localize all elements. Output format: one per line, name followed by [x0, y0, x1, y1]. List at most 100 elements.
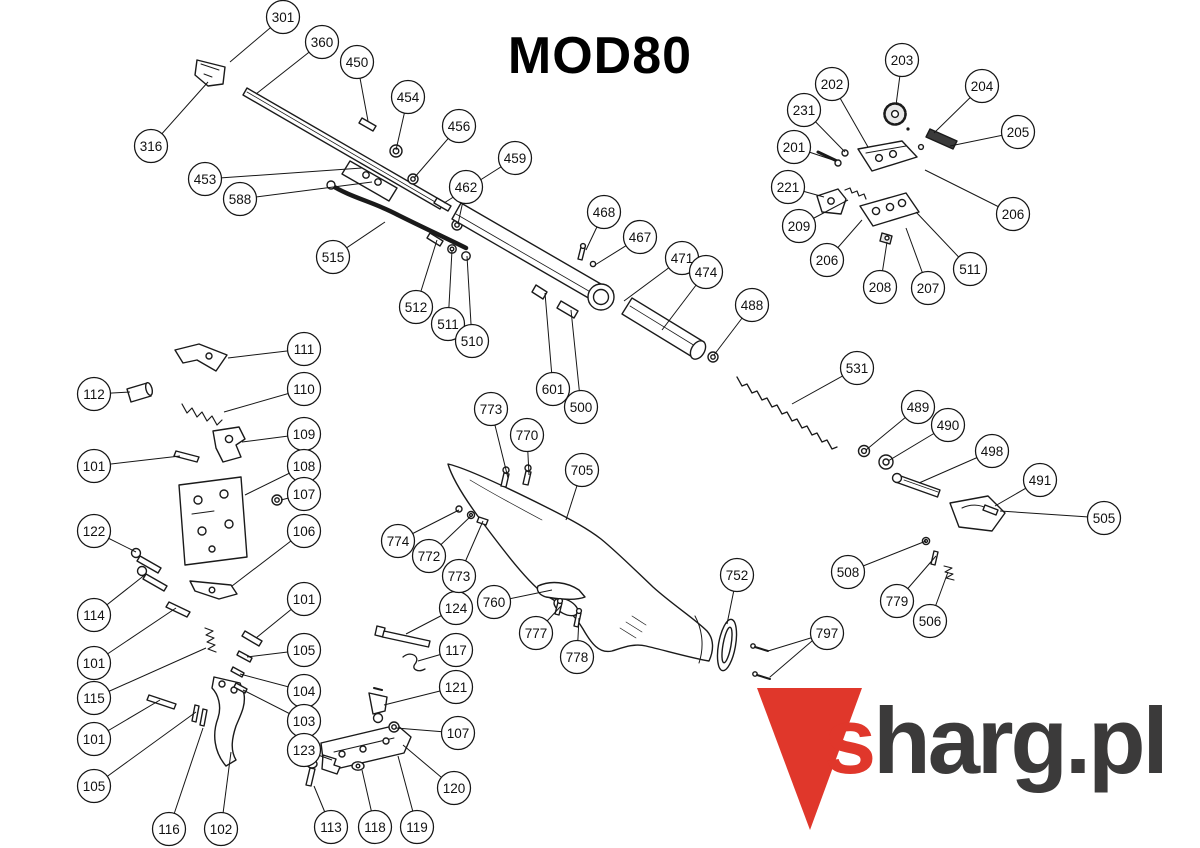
diagram-title: MOD80	[507, 27, 693, 85]
callout-206: 206	[809, 242, 845, 278]
leader-line-588	[239, 181, 373, 200]
svg-text:113: 113	[320, 820, 342, 835]
svg-text:110: 110	[293, 382, 315, 397]
svg-text:207: 207	[917, 281, 940, 296]
svg-text:773: 773	[448, 569, 471, 584]
svg-text:204: 204	[971, 79, 994, 94]
callout-506: 506	[912, 603, 948, 639]
logo-rest: harg.pl	[873, 688, 1168, 793]
callout-203: 203	[884, 42, 920, 78]
callout-498: 498	[974, 433, 1010, 469]
svg-text:203: 203	[891, 53, 914, 68]
callout-797: 797	[809, 615, 845, 651]
callout-453: 453	[187, 161, 223, 197]
callout-462: 462	[448, 169, 484, 205]
svg-text:601: 601	[542, 382, 565, 397]
svg-text:103: 103	[293, 714, 316, 729]
callout-490: 490	[930, 407, 966, 443]
svg-text:121: 121	[445, 680, 468, 695]
leader-line-505	[999, 510, 1105, 519]
callout-760: 760	[476, 584, 512, 620]
callout-110: 110	[286, 371, 322, 407]
callout-488: 488	[734, 287, 770, 323]
svg-text:111: 111	[294, 342, 315, 357]
callout-105: 105	[76, 768, 112, 804]
callout-117: 117	[438, 632, 474, 668]
callout-102: 102	[203, 811, 239, 847]
svg-text:454: 454	[397, 90, 420, 105]
stock	[447, 463, 714, 662]
svg-text:201: 201	[783, 140, 806, 155]
svg-text:206: 206	[816, 253, 839, 268]
callout-770: 770	[509, 417, 545, 453]
svg-text:770: 770	[516, 428, 539, 443]
svg-text:511: 511	[959, 262, 981, 277]
svg-text:773: 773	[480, 402, 503, 417]
callout-316: 316	[133, 128, 169, 164]
svg-text:221: 221	[777, 180, 800, 195]
svg-text:120: 120	[443, 781, 466, 796]
callout-500: 500	[563, 389, 599, 425]
callout-508: 508	[830, 554, 866, 590]
svg-text:101: 101	[83, 459, 106, 474]
callout-773: 773	[473, 391, 509, 427]
callout-512: 512	[398, 289, 434, 325]
svg-text:462: 462	[455, 180, 478, 195]
callout-105: 105	[286, 632, 322, 668]
trigger	[211, 676, 246, 767]
svg-text:112: 112	[83, 387, 105, 402]
svg-text:505: 505	[1093, 511, 1116, 526]
svg-text:777: 777	[525, 626, 548, 641]
callout-779: 779	[879, 583, 915, 619]
callout-360: 360	[304, 24, 340, 60]
leader-line-116	[168, 727, 204, 830]
logo-first-letter: s	[824, 688, 876, 793]
logo-triangle-icon	[757, 688, 862, 830]
callout-107: 107	[286, 476, 322, 512]
callout-208: 208	[862, 269, 898, 305]
callout-531: 531	[839, 350, 875, 386]
callout-207: 207	[910, 270, 946, 306]
rear-sight-body	[857, 140, 918, 172]
callout-231: 231	[786, 92, 822, 128]
callout-115: 115	[76, 680, 112, 716]
callout-505: 505	[1086, 500, 1122, 536]
svg-text:453: 453	[194, 172, 217, 187]
butt-plate	[716, 618, 738, 672]
svg-text:102: 102	[210, 822, 233, 837]
svg-text:588: 588	[229, 192, 252, 207]
parts-artwork	[126, 59, 1006, 787]
svg-text:104: 104	[293, 684, 316, 699]
svg-text:515: 515	[322, 250, 345, 265]
svg-text:468: 468	[593, 205, 616, 220]
svg-text:488: 488	[741, 298, 764, 313]
callout-104: 104	[286, 673, 322, 709]
svg-text:498: 498	[981, 444, 1004, 459]
svg-text:101: 101	[83, 732, 106, 747]
callout-752: 752	[719, 557, 755, 593]
callout-491: 491	[1022, 462, 1058, 498]
svg-text:778: 778	[566, 650, 589, 665]
callout-474: 474	[688, 254, 724, 290]
leader-line-453	[204, 167, 363, 180]
callout-101: 101	[76, 448, 112, 484]
svg-text:500: 500	[570, 400, 593, 415]
svg-text:474: 474	[695, 265, 718, 280]
svg-text:316: 316	[140, 139, 163, 154]
svg-text:106: 106	[293, 524, 316, 539]
svg-text:209: 209	[788, 219, 811, 234]
callout-601: 601	[535, 371, 571, 407]
callout-116: 116	[151, 811, 187, 847]
callout-101: 101	[76, 645, 112, 681]
svg-text:491: 491	[1029, 473, 1052, 488]
callout-112: 112	[76, 376, 112, 412]
svg-text:779: 779	[886, 594, 909, 609]
svg-text:205: 205	[1007, 125, 1030, 140]
logo: sharg.pl	[824, 694, 1169, 788]
svg-text:101: 101	[83, 656, 106, 671]
svg-text:459: 459	[504, 151, 527, 166]
callout-108: 108	[286, 448, 322, 484]
callout-118: 118	[357, 809, 393, 845]
svg-text:123: 123	[293, 743, 316, 758]
callout-515: 515	[315, 239, 351, 275]
